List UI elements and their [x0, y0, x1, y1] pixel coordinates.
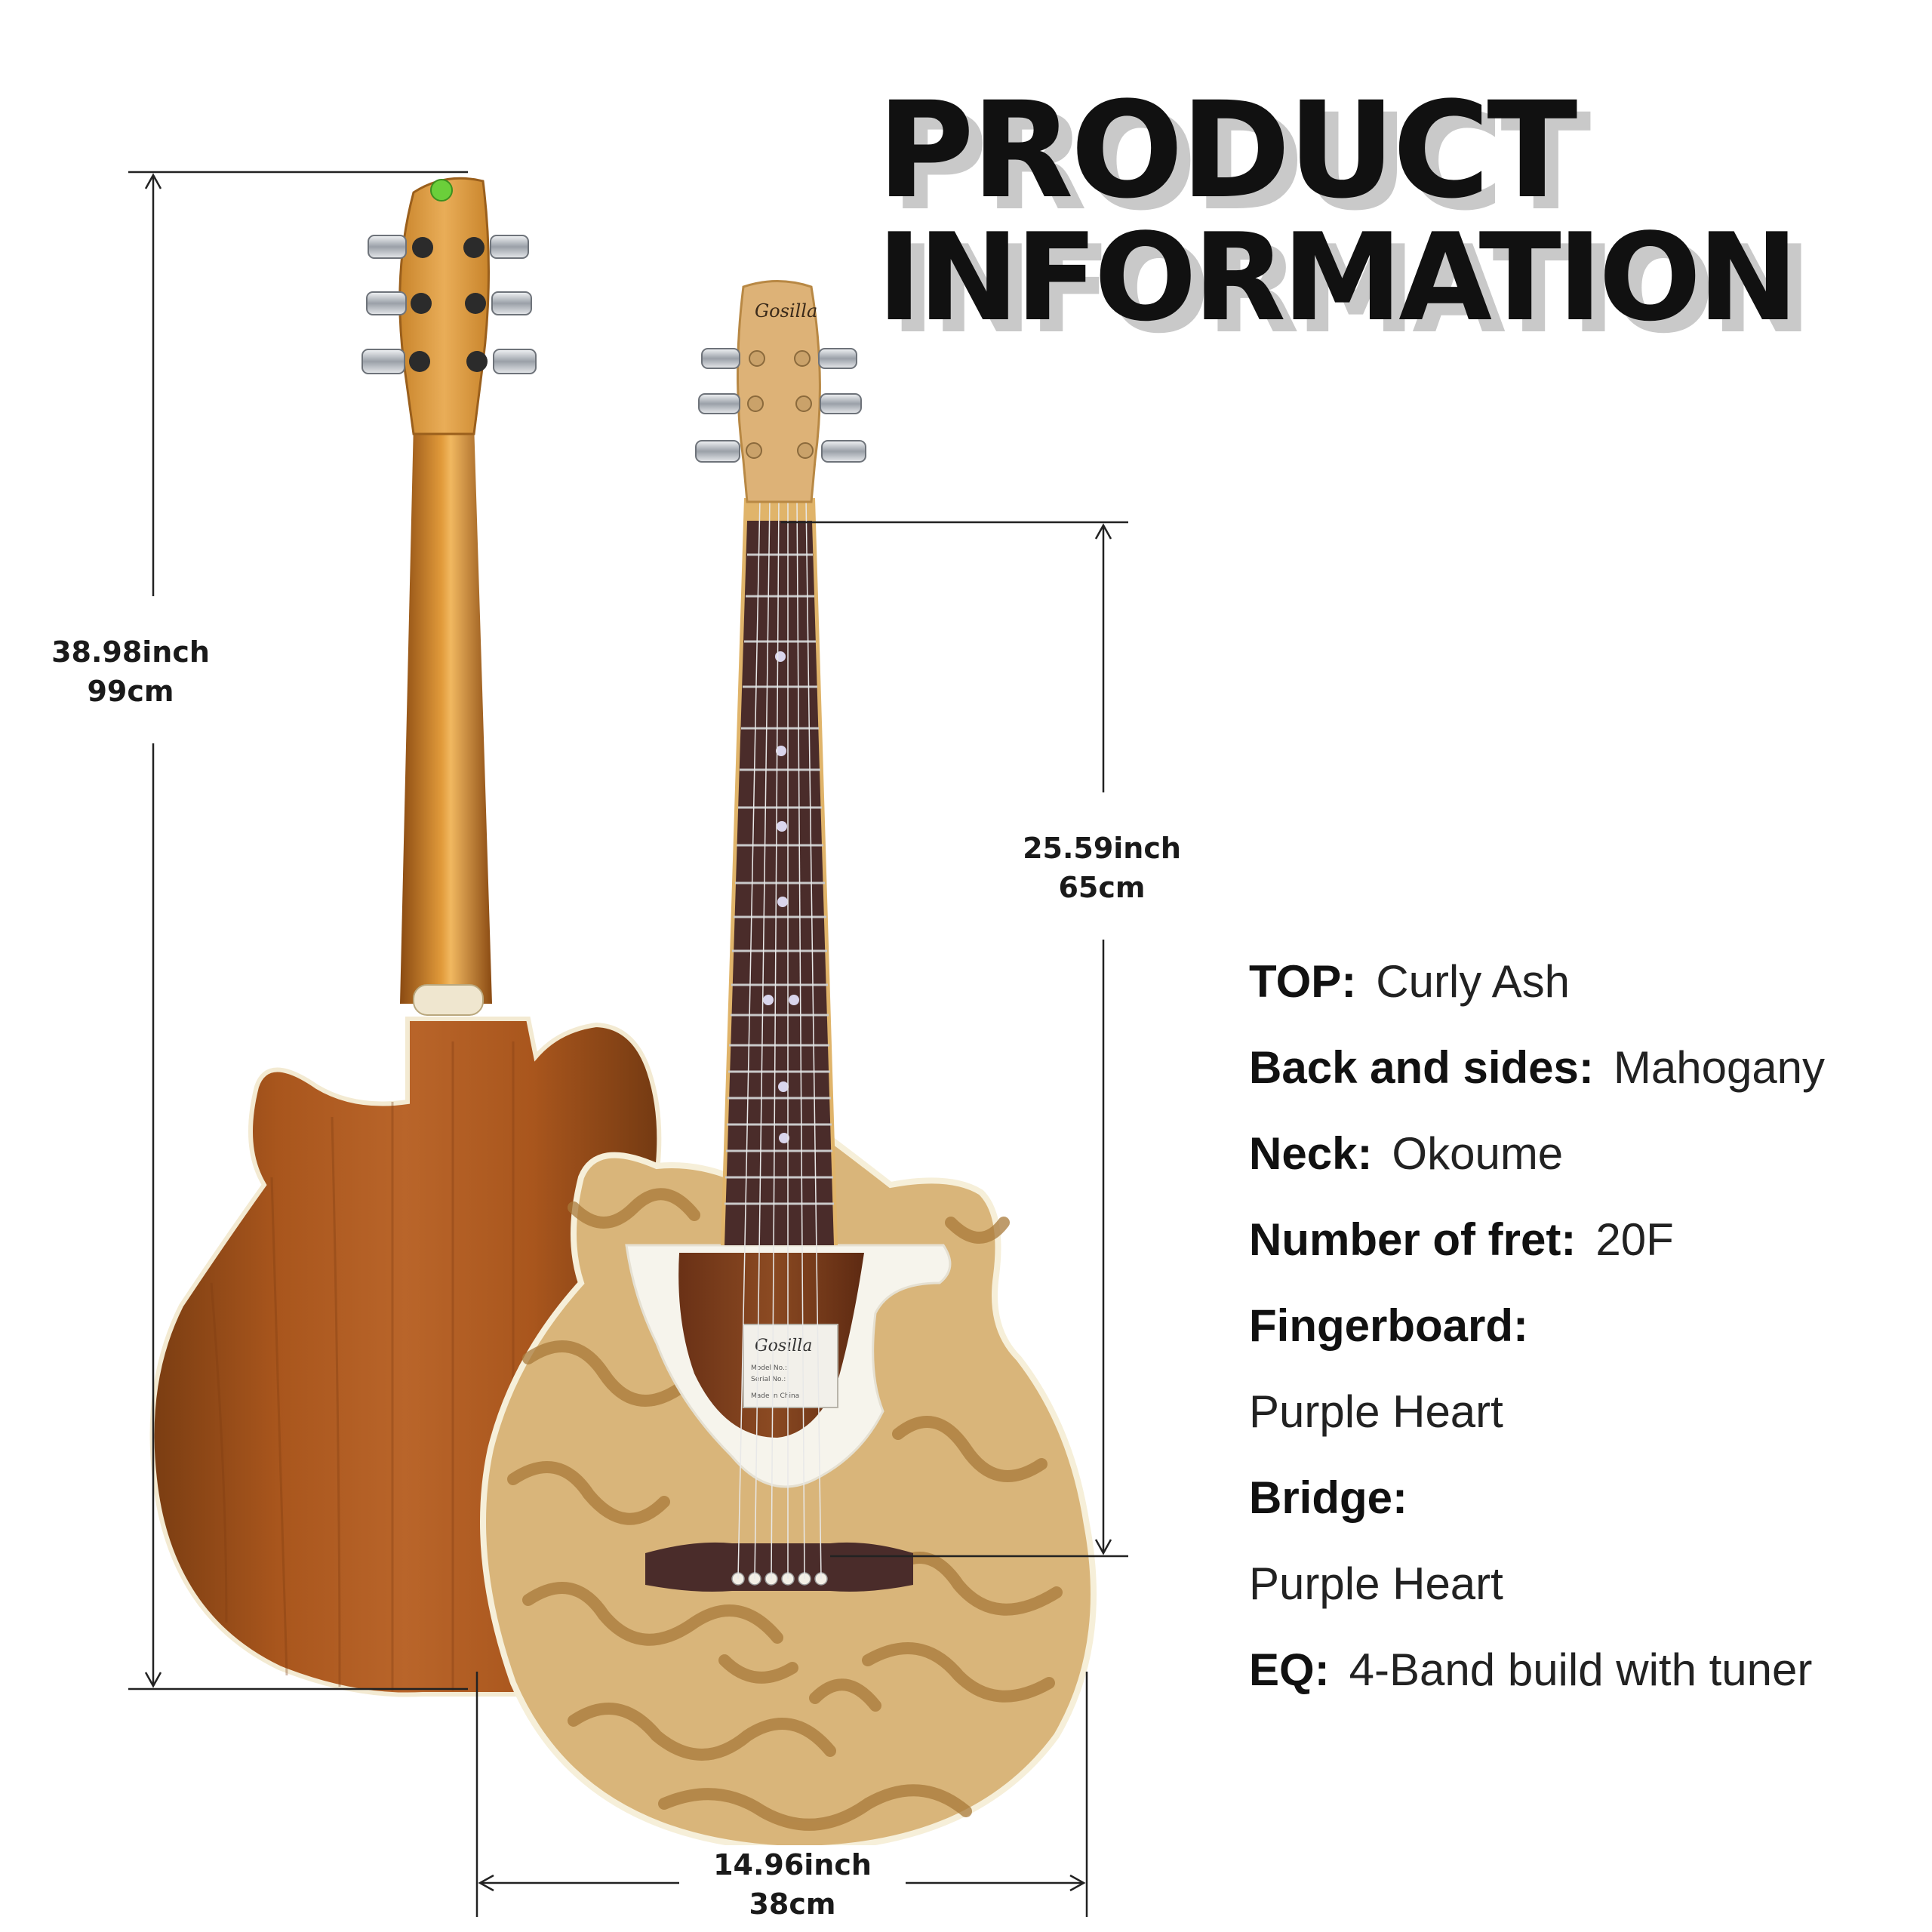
spec-key: TOP: [1249, 956, 1357, 1007]
strings [737, 497, 822, 1580]
svg-text:Serial No.:: Serial No.: [751, 1376, 786, 1383]
title-line-1: PRODUCT PRODUCT [877, 73, 1918, 229]
body-width-label: 14.96inch 38cm [679, 1845, 906, 1924]
back-sticker [430, 179, 453, 202]
spec-key: Bridge: [1249, 1472, 1407, 1523]
spec-key: Neck: [1249, 1128, 1373, 1179]
svg-text:Model No.:: Model No.: [751, 1364, 787, 1372]
front-tuners [695, 348, 866, 463]
title-line-2: INFORMATION INFORMATION [877, 207, 1918, 350]
spec-key: EQ: [1249, 1644, 1330, 1695]
body-width-imperial: 14.96inch [713, 1848, 872, 1881]
title-line-1-shadow: PRODUCT [891, 85, 1591, 240]
back-neck [400, 423, 492, 1004]
scale-length-imperial: 25.59inch [1023, 832, 1181, 865]
total-length-label: 38.98inch 99cm [14, 632, 248, 711]
spec-key: Number of fret: [1249, 1214, 1577, 1265]
dimension-lines [128, 171, 1128, 1917]
spec-key: Back and sides: [1249, 1042, 1594, 1093]
title-line-1-text: PRODUCT [877, 73, 1577, 228]
spec-neck: Neck: Okoume [1249, 1127, 1913, 1181]
spec-top: TOP: Curly Ash [1249, 955, 1913, 1009]
spec-bridge: Bridge: [1249, 1471, 1913, 1525]
spec-value: Purple Heart [1249, 1386, 1503, 1437]
page-title: PRODUCT PRODUCT INFORMATION INFORMATION [877, 73, 1918, 350]
spec-value: Mahogany [1613, 1042, 1826, 1093]
spec-value: 20F [1595, 1214, 1674, 1265]
spec-eq: EQ: 4-Band build with tuner [1249, 1643, 1913, 1697]
ash-figure [507, 1188, 1063, 1831]
total-length-imperial: 38.98inch [51, 635, 210, 669]
spec-fingerboard-value: Purple Heart [1249, 1385, 1913, 1439]
back-neck-heel [413, 984, 484, 1016]
bridge [645, 1542, 913, 1592]
spec-bridge-value: Purple Heart [1249, 1557, 1913, 1611]
frets [724, 553, 834, 1205]
spec-key: Fingerboard: [1249, 1300, 1528, 1351]
back-tuners [361, 235, 537, 374]
spec-back-and-sides: Back and sides: Mahogany [1249, 1041, 1913, 1095]
svg-text:Made in China: Made in China [751, 1392, 799, 1400]
headstock-logo: Gosilla [755, 300, 817, 321]
title-line-2-text: INFORMATION [877, 207, 1798, 348]
guitar-front-view: Gosilla Model No.: Serial No.: Made in C… [480, 280, 1097, 1853]
body-width-metric: 38cm [749, 1887, 836, 1921]
spec-value: Okoume [1392, 1128, 1564, 1179]
spec-value: Curly Ash [1376, 956, 1571, 1007]
title-line-2-shadow: INFORMATION [891, 219, 1812, 360]
scale-length-metric: 65cm [1058, 871, 1146, 904]
scale-length-label: 25.59inch 65cm [989, 829, 1215, 907]
spec-number-of-fret: Number of fret: 20F [1249, 1213, 1913, 1267]
spec-list: TOP: Curly Ash Back and sides: Mahogany Ne… [1249, 955, 1913, 1729]
svg-text:Gosilla: Gosilla [755, 1337, 812, 1355]
spec-value: Purple Heart [1249, 1558, 1503, 1609]
spec-value: 4-Band build with tuner [1349, 1644, 1813, 1695]
spec-fingerboard: Fingerboard: [1249, 1299, 1913, 1353]
total-length-metric: 99cm [87, 675, 174, 708]
